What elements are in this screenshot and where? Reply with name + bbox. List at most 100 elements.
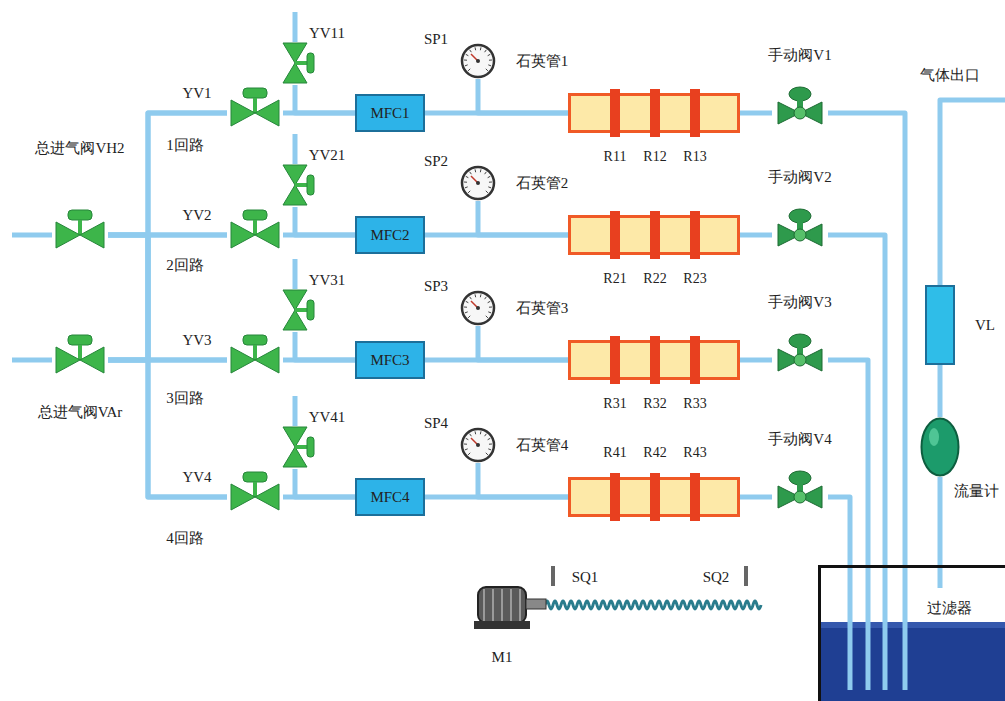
part-label: 总进气阀VH2	[35, 140, 124, 157]
gauge-tick	[488, 65, 491, 66]
part-label: YV21	[309, 147, 346, 164]
mfc-node: MFC2	[355, 216, 425, 254]
flowmeter-glint	[929, 428, 939, 446]
heater-label: R21	[603, 271, 626, 286]
gas-pipe	[108, 235, 227, 360]
valve-stem	[78, 345, 82, 360]
main-symbol	[52, 207, 108, 263]
gas-pipe	[740, 495, 772, 500]
gauge-tick	[464, 444, 467, 445]
gauge-symbol	[460, 43, 496, 79]
tube-symbol	[568, 93, 740, 133]
heater-label: R11	[604, 149, 627, 164]
gauge-tick	[466, 301, 469, 302]
part-label: 手动阀V1	[768, 47, 831, 64]
valve-hub	[794, 229, 806, 241]
valve-body	[255, 222, 279, 248]
gauge-tick	[464, 60, 467, 61]
yvv-symbol	[275, 163, 315, 207]
gauge-tick	[488, 438, 491, 439]
gauge-tick	[470, 172, 472, 174]
tube-symbol	[568, 477, 740, 517]
heater-band	[610, 211, 620, 259]
yv-symbol	[227, 469, 283, 525]
tube-node: R31R32R33	[568, 340, 740, 380]
heater-label: R42	[643, 445, 666, 460]
gauge-tick	[480, 47, 482, 50]
part-label: 石英管3	[516, 300, 569, 317]
gauge-tick	[475, 294, 477, 297]
mv-symbol	[772, 85, 828, 141]
gas-pipe	[478, 79, 568, 113]
gauge-dial	[462, 45, 494, 77]
gauge-symbol	[460, 290, 496, 326]
gauge-tick	[468, 69, 470, 71]
tank-wall	[820, 567, 1005, 701]
valve-body	[283, 310, 307, 330]
gauge-tick	[488, 187, 491, 188]
heater-label: R22	[643, 271, 666, 286]
tube-node: R21R22R23	[568, 215, 740, 255]
heater-band	[610, 473, 620, 521]
yvv-node: YV11	[275, 41, 315, 85]
gauge-symbol	[460, 427, 496, 463]
gauge-symbol	[460, 165, 496, 201]
loop-label: 2回路	[166, 257, 204, 274]
fm-node: 流量计	[920, 417, 960, 477]
switch-label: SQ1	[572, 569, 599, 586]
valve-body	[231, 484, 255, 510]
valve-actuator	[243, 210, 267, 220]
mv-node: 手动阀V1	[772, 85, 828, 141]
valve-body	[283, 185, 307, 205]
motor-fin	[519, 589, 521, 621]
valve-stem	[295, 61, 307, 65]
valve-actuator	[243, 88, 267, 98]
vl-node: VL	[925, 285, 955, 365]
mv-symbol	[772, 207, 828, 263]
heater-band	[690, 211, 700, 259]
heater-label: R41	[603, 445, 626, 460]
gauge-tick	[470, 50, 472, 52]
yvv-node: YV31	[275, 288, 315, 332]
motor-fin	[510, 589, 512, 621]
gauge-tick	[470, 297, 472, 299]
heater-label: R32	[643, 396, 666, 411]
limit-switch	[744, 566, 748, 586]
gauge-tick	[468, 191, 470, 193]
heater-label: R33	[683, 396, 706, 411]
outlet-pipe	[940, 100, 1005, 285]
valve-body	[231, 100, 255, 126]
gas-pipe	[295, 207, 355, 235]
yv-node: YV3	[227, 332, 283, 388]
valve-body	[255, 484, 279, 510]
part-label: 石英管1	[516, 53, 569, 70]
part-label: YV2	[182, 207, 211, 224]
vl-symbol	[925, 285, 955, 365]
gauge-tick	[485, 172, 487, 174]
part-label: SP2	[424, 153, 448, 170]
mfc-body	[356, 342, 424, 378]
gas-pipe	[828, 497, 850, 565]
yv-symbol	[227, 85, 283, 141]
box-label: MFC2	[370, 227, 409, 244]
tube-symbol	[568, 215, 740, 255]
valve-body	[231, 347, 255, 373]
heater-band	[650, 473, 660, 521]
valve-hub	[794, 491, 806, 503]
gauge-tick	[464, 182, 467, 183]
valve-body	[255, 100, 279, 126]
mfc-body	[356, 95, 424, 131]
vl-body	[926, 286, 954, 364]
yvv-symbol	[275, 425, 315, 469]
gauge-tick	[466, 54, 469, 55]
handwheel	[789, 334, 811, 348]
mfc-node: MFC1	[355, 94, 425, 132]
motor-fin	[483, 589, 485, 621]
gauge-tick	[468, 453, 470, 455]
loop-label: 3回路	[166, 390, 204, 407]
part-label: 手动阀V3	[768, 294, 831, 311]
gauge-tick	[465, 65, 468, 66]
gauge-tick	[475, 431, 477, 434]
mfc-node: MFC3	[355, 341, 425, 379]
